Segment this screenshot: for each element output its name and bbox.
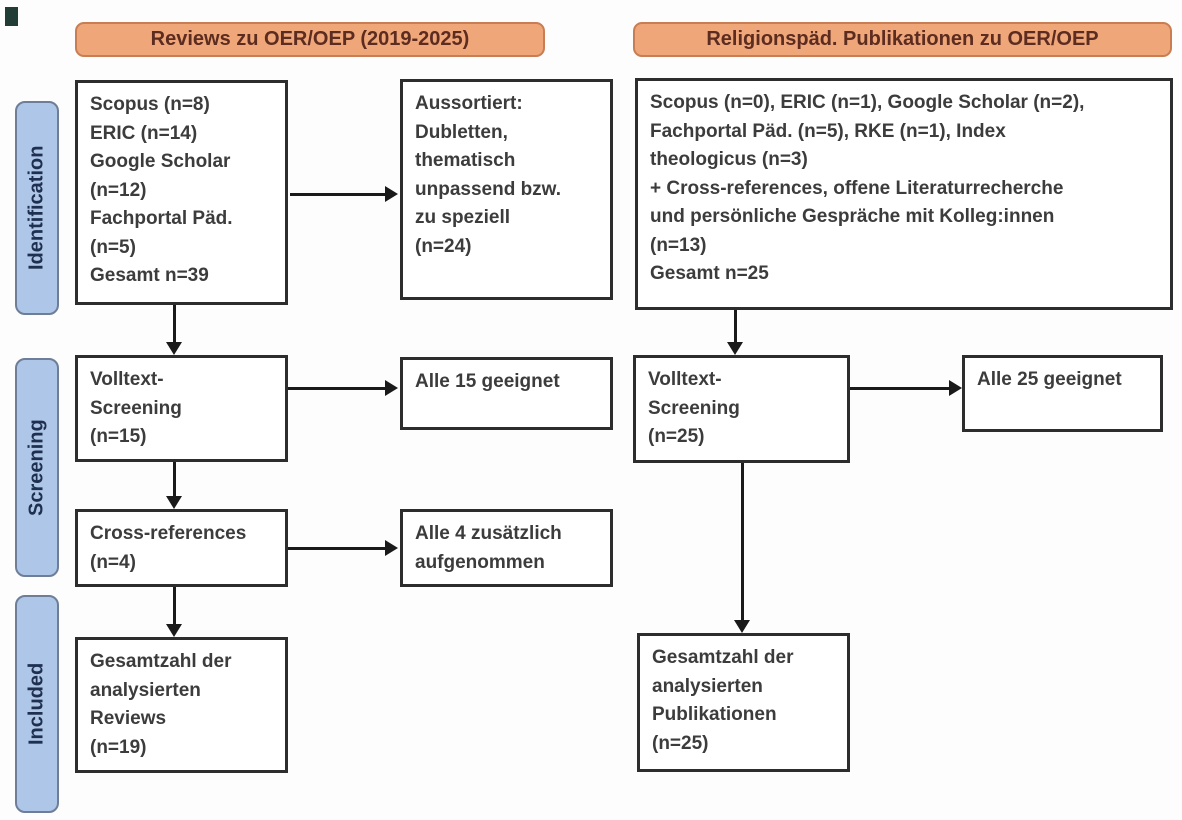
column-header-religionspaed: Religionspäd. Publikationen zu OER/OEP: [633, 22, 1172, 57]
arrow-left-sources-to-fulltext: [166, 305, 182, 355]
arrow-right-sources-to-fulltext: [727, 310, 743, 355]
box-left-crossref-result: Alle 4 zusätzlich aufgenommen: [400, 509, 613, 587]
stage-label-identification: Identification: [15, 101, 59, 315]
box-left-crossref: Cross-references (n=4): [75, 509, 288, 587]
box-right-fulltext-result: Alle 25 geeignet: [962, 355, 1163, 432]
box-left-excluded: Aussortiert: Dubletten, thematisch unpas…: [400, 79, 613, 300]
arrow-left-crossref-to-included: [166, 587, 182, 637]
box-right-fulltext-screening: Volltext- Screening (n=25): [633, 355, 850, 463]
arrow-left-sources-to-excluded: [290, 186, 398, 202]
stage-label-included: Included: [15, 595, 59, 813]
arrow-right-fulltext-to-included: [734, 463, 750, 633]
box-right-sources: Scopus (n=0), ERIC (n=1), Google Scholar…: [635, 78, 1173, 310]
box-left-sources: Scopus (n=8) ERIC (n=14) Google Scholar …: [75, 80, 288, 305]
box-left-included: Gesamtzahl der analysierten Reviews (n=1…: [75, 637, 288, 773]
box-right-included: Gesamtzahl der analysierten Publikatione…: [637, 633, 850, 772]
stage-label-screening: Screening: [15, 358, 59, 577]
arrow-left-fulltext-to-result: [288, 380, 398, 396]
arrow-left-crossref-to-result: [288, 540, 398, 556]
scan-artifact-mark: [5, 7, 18, 26]
arrow-left-fulltext-to-crossref: [166, 462, 182, 509]
column-header-reviews: Reviews zu OER/OEP (2019-2025): [75, 22, 545, 57]
box-left-fulltext-screening: Volltext- Screening (n=15): [75, 355, 288, 462]
arrow-right-fulltext-to-result: [850, 380, 962, 396]
box-left-fulltext-result: Alle 15 geeignet: [400, 357, 613, 430]
